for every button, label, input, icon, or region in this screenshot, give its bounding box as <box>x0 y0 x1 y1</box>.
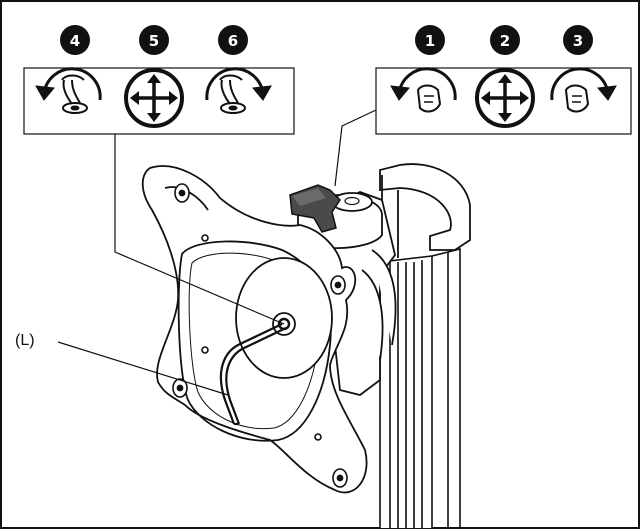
step-number-6: 6 <box>228 32 238 50</box>
step-badge-4: 4 <box>60 25 90 55</box>
step-number-5: 5 <box>149 32 159 50</box>
step-number-1: 1 <box>425 32 435 50</box>
center-disc <box>235 257 333 379</box>
leader-lines <box>57 109 377 396</box>
rotate-cw-tighten-icon <box>205 67 272 114</box>
rotate-ccw-loosen-icon <box>35 67 102 114</box>
step-badge-6: 6 <box>218 25 248 55</box>
knob-icon <box>289 184 360 233</box>
step-badge-1: 1 <box>415 25 445 55</box>
step-badge-5: 5 <box>139 25 169 55</box>
step-number-3: 3 <box>573 32 583 50</box>
move-arrows-icon <box>475 68 535 128</box>
step-number-4: 4 <box>70 32 80 50</box>
callout-label-l: (L) <box>15 332 35 349</box>
move-arrows-icon <box>124 68 184 128</box>
step-badge-2: 2 <box>490 25 520 55</box>
rotate-cw-hand-icon <box>550 67 617 113</box>
step-badge-3: 3 <box>563 25 593 55</box>
monitor-pole <box>379 247 461 528</box>
step-number-2: 2 <box>500 32 510 50</box>
rotate-ccw-hand-icon <box>390 67 457 113</box>
allen-key <box>219 323 287 426</box>
